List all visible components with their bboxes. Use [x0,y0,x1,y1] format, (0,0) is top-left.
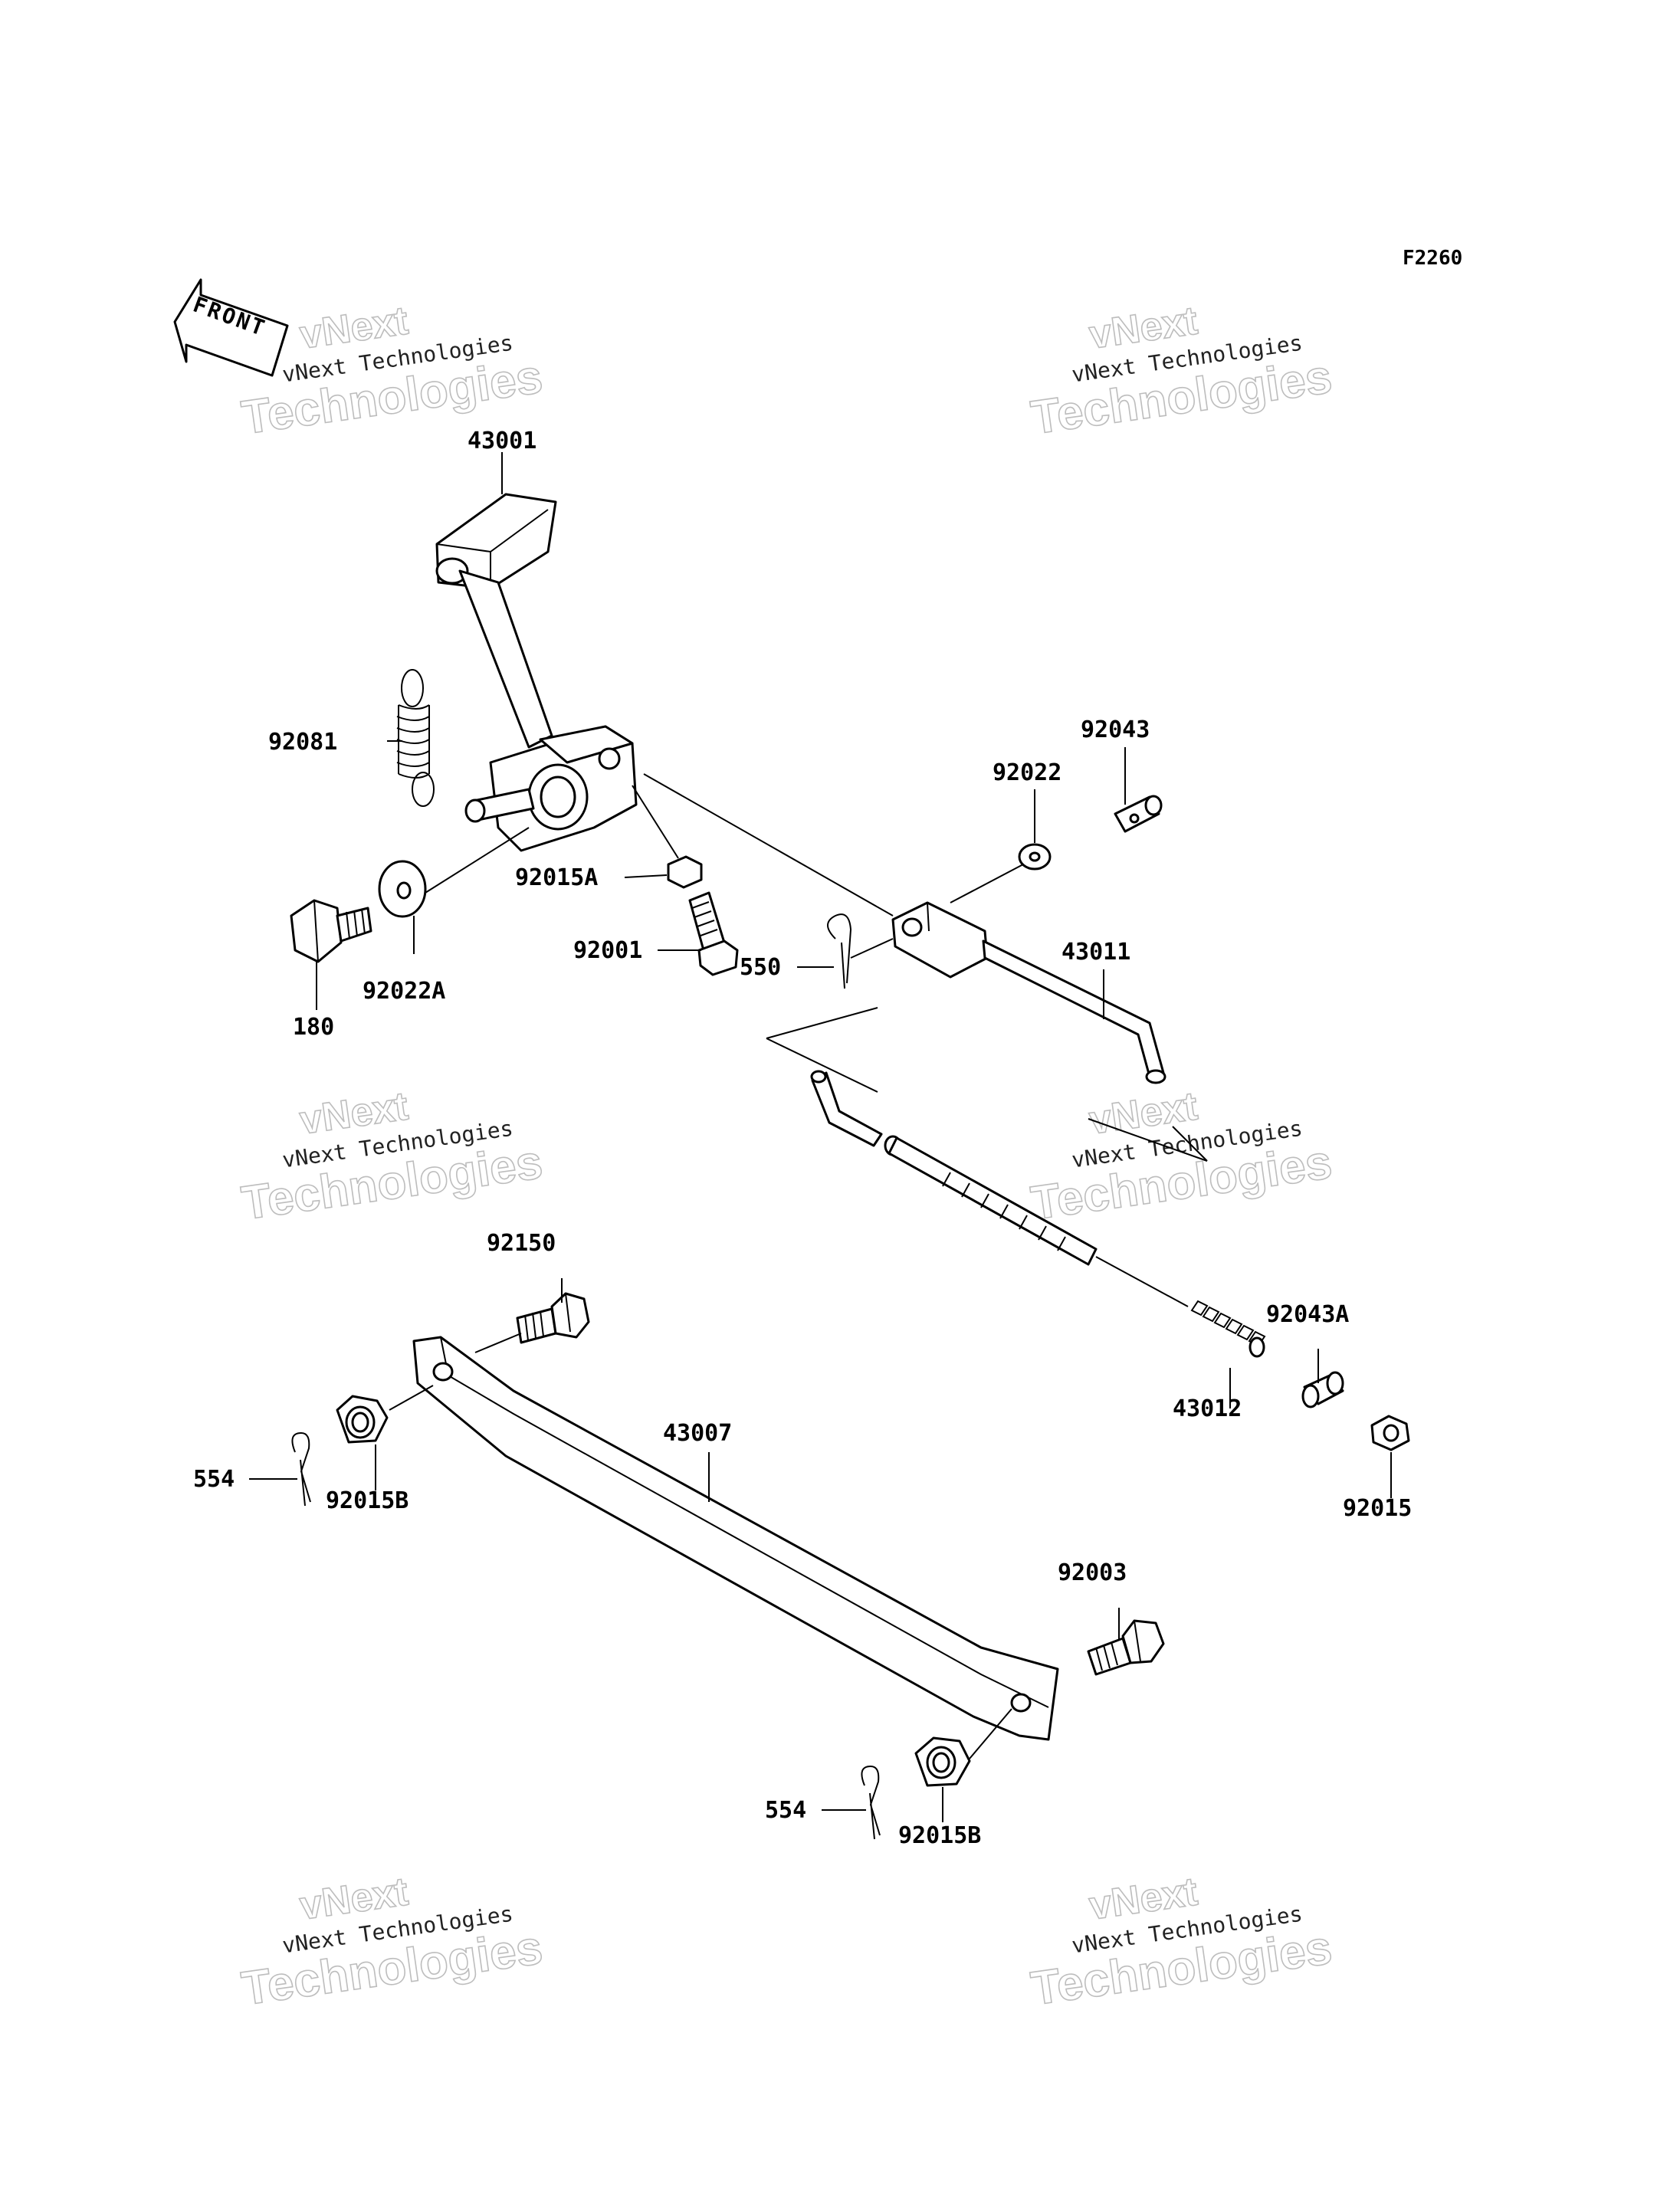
bolt-92150 [516,1292,590,1344]
bolt-180 [290,899,372,963]
nut-92015B-upper [336,1395,389,1444]
callout-554-upper: 554 [193,1466,235,1493]
brake-pedal [435,493,638,852]
nut-92015 [1370,1415,1410,1451]
callout-43012: 43012 [1173,1395,1242,1422]
callout-92015A: 92015A [515,864,598,891]
hairpin-554-upper [291,1431,311,1507]
nut-92015A [667,855,703,889]
hairpin-554-lower [861,1765,881,1840]
callout-92001: 92001 [573,937,642,964]
watermark: vNext vNext Technologies Technologies vN… [238,298,1335,2016]
callout-43011: 43011 [1061,939,1130,966]
callout-92081: 92081 [268,729,337,756]
figure-code: F2260 [1403,247,1462,270]
callout-554-lower: 554 [765,1797,806,1824]
callout-92043A: 92043A [1266,1301,1349,1328]
brake-rod-43007 [412,1336,1059,1741]
cable-43012 [766,1007,1266,1358]
rod-clevis-43011 [891,901,1166,1084]
callout-labels: 43001 92081 92022A 180 92015A 92001 550 … [193,428,1412,1849]
callout-92003: 92003 [1058,1559,1127,1586]
callout-92043: 92043 [1081,716,1150,743]
callout-92015B-lower: 92015B [898,1822,981,1849]
collar-92043A [1301,1371,1344,1408]
pin-92043 [1114,795,1163,833]
bolt-92003 [1087,1619,1165,1676]
callout-43007: 43007 [663,1420,732,1447]
callout-92022A: 92022A [363,978,445,1005]
bolt-92001 [688,891,739,976]
return-spring [396,669,435,807]
callout-92015: 92015 [1343,1495,1412,1522]
washer-92022 [1018,843,1052,871]
callout-43001: 43001 [468,428,536,454]
washer-92022A [378,860,427,918]
callout-180: 180 [293,1014,334,1041]
callout-92022: 92022 [993,759,1061,786]
callout-92150: 92150 [487,1230,556,1257]
cotter-pin-550 [827,913,852,989]
leader-lines [249,452,1392,1822]
callout-92015B-upper: 92015B [326,1487,409,1514]
front-arrow-icon: FRONT [173,278,289,377]
callout-550: 550 [740,954,781,981]
nut-92015B-lower [914,1736,971,1787]
